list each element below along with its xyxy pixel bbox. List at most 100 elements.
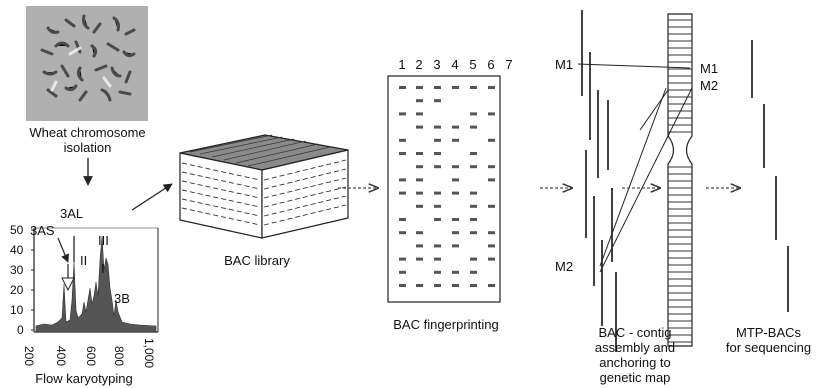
fingerprint-band [452, 270, 459, 274]
fingerprint-band [434, 244, 441, 248]
peak-label-3al: 3AL [60, 206, 84, 221]
fingerprint-band [399, 138, 406, 142]
fingerprint-band [488, 138, 495, 142]
fingerprint-band [416, 165, 423, 169]
fingerprint-band [434, 152, 441, 155]
y-tick-10: 10 [10, 303, 24, 317]
contig-label-line2: assembly and [594, 340, 676, 355]
fingerprint-band [488, 178, 495, 182]
marker-m2-right: M2 [700, 78, 719, 93]
fingerprint-band [434, 204, 441, 208]
fingerprint-band [488, 257, 495, 261]
fingerprint-band [452, 165, 459, 169]
fingerprint-band [470, 112, 477, 116]
genetic-map-chromosome [667, 13, 693, 347]
fingerprint-band [488, 86, 495, 89]
x-tick-1000: 1,000 [142, 338, 156, 369]
x-tick-600: 600 [84, 346, 98, 367]
fingerprint-band [416, 191, 423, 195]
x-tick-800: 800 [112, 346, 126, 367]
peak-label-i: I [101, 261, 105, 276]
bac-library-cube [179, 134, 349, 239]
fingerprint-band [416, 152, 423, 155]
y-tick-50: 50 [10, 223, 24, 237]
fingerprint-band [399, 257, 406, 261]
contig-label-line4: genetic map [599, 370, 671, 385]
fingerprint-band [452, 191, 459, 195]
fingerprint-band [399, 178, 406, 182]
fingerprint-band [416, 112, 423, 116]
fingerprint-band [488, 231, 495, 235]
fingerprint-band [452, 125, 459, 129]
lane-header-7: 7 [505, 57, 513, 72]
peak-label-ii: II [80, 253, 88, 268]
fingerprint-band [488, 112, 495, 116]
fingerprint-band [470, 86, 477, 89]
fingerprint-band [416, 257, 423, 261]
fingerprint-band [488, 204, 495, 208]
fingerprint-band [452, 218, 459, 221]
fingerprint-label: BAC fingerprinting [393, 317, 499, 332]
fingerprint-band [452, 178, 459, 182]
fingerprint-band [452, 231, 459, 235]
fingerprint-band [434, 218, 441, 221]
fingerprint-band [488, 165, 495, 169]
fingerprint-band [488, 244, 495, 248]
isolation-label-line2: isolation [63, 140, 112, 155]
fingerprint-band [416, 86, 423, 89]
peak-label-3as: 3AS [30, 223, 55, 238]
fingerprint-band [399, 191, 406, 195]
fingerprint-band [434, 257, 441, 261]
contig-label-line3: anchoring to [599, 355, 671, 370]
marker-m1-right: M1 [700, 61, 719, 76]
fingerprint-band [470, 204, 477, 208]
fingerprint-band [470, 231, 477, 235]
lane-header-2: 2 [415, 57, 423, 72]
fingerprint-band [416, 284, 423, 287]
fingerprint-band [416, 178, 423, 182]
y-tick-30: 30 [10, 263, 24, 277]
karyotype-caption: Flow karyotyping [35, 371, 133, 386]
y-tick-20: 20 [10, 283, 24, 297]
lane-header-6: 6 [487, 57, 495, 72]
histogram-fill [35, 235, 157, 333]
fingerprint-bands [399, 86, 495, 287]
mtp-bac-lines [751, 40, 789, 312]
fingerprint-band [452, 284, 459, 287]
fingerprint-band [470, 257, 477, 261]
lane-header-5: 5 [469, 57, 477, 72]
marker-connectors [577, 63, 693, 273]
fingerprint-band [434, 125, 441, 129]
fingerprint-band [470, 191, 477, 195]
peak-label-3b: 3B [114, 291, 130, 306]
marker-m2-left: M2 [555, 259, 574, 274]
fingerprint-band [470, 284, 477, 287]
fingerprint-band [434, 191, 441, 195]
fingerprint-band [416, 99, 423, 103]
fingerprint-band [416, 231, 423, 235]
fingerprint-band [434, 165, 441, 169]
fingerprint-band [452, 244, 459, 248]
lane-header-3: 3 [433, 57, 441, 72]
fingerprint-band [470, 165, 477, 169]
fingerprint-band [399, 152, 406, 155]
contig-label-line1: BAC - contig [598, 325, 672, 340]
fingerprint-panel [387, 75, 501, 303]
fingerprint-band [470, 125, 477, 129]
fingerprint-band [434, 86, 441, 89]
isolation-label-line1: Wheat chromosome [29, 125, 146, 140]
peak-label-iii: III [98, 233, 109, 248]
fingerprint-band [434, 138, 441, 142]
fingerprint-band [416, 125, 423, 129]
fingerprint-band [399, 270, 406, 274]
fingerprint-band [434, 270, 441, 274]
library-label: BAC library [224, 253, 290, 268]
lane-header-4: 4 [451, 57, 459, 72]
fingerprint-band [416, 244, 423, 248]
fingerprint-band [470, 218, 477, 221]
fingerprint-band [434, 284, 441, 287]
fingerprint-band [470, 152, 477, 155]
fingerprint-band [452, 138, 459, 142]
fingerprint-band [416, 204, 423, 208]
